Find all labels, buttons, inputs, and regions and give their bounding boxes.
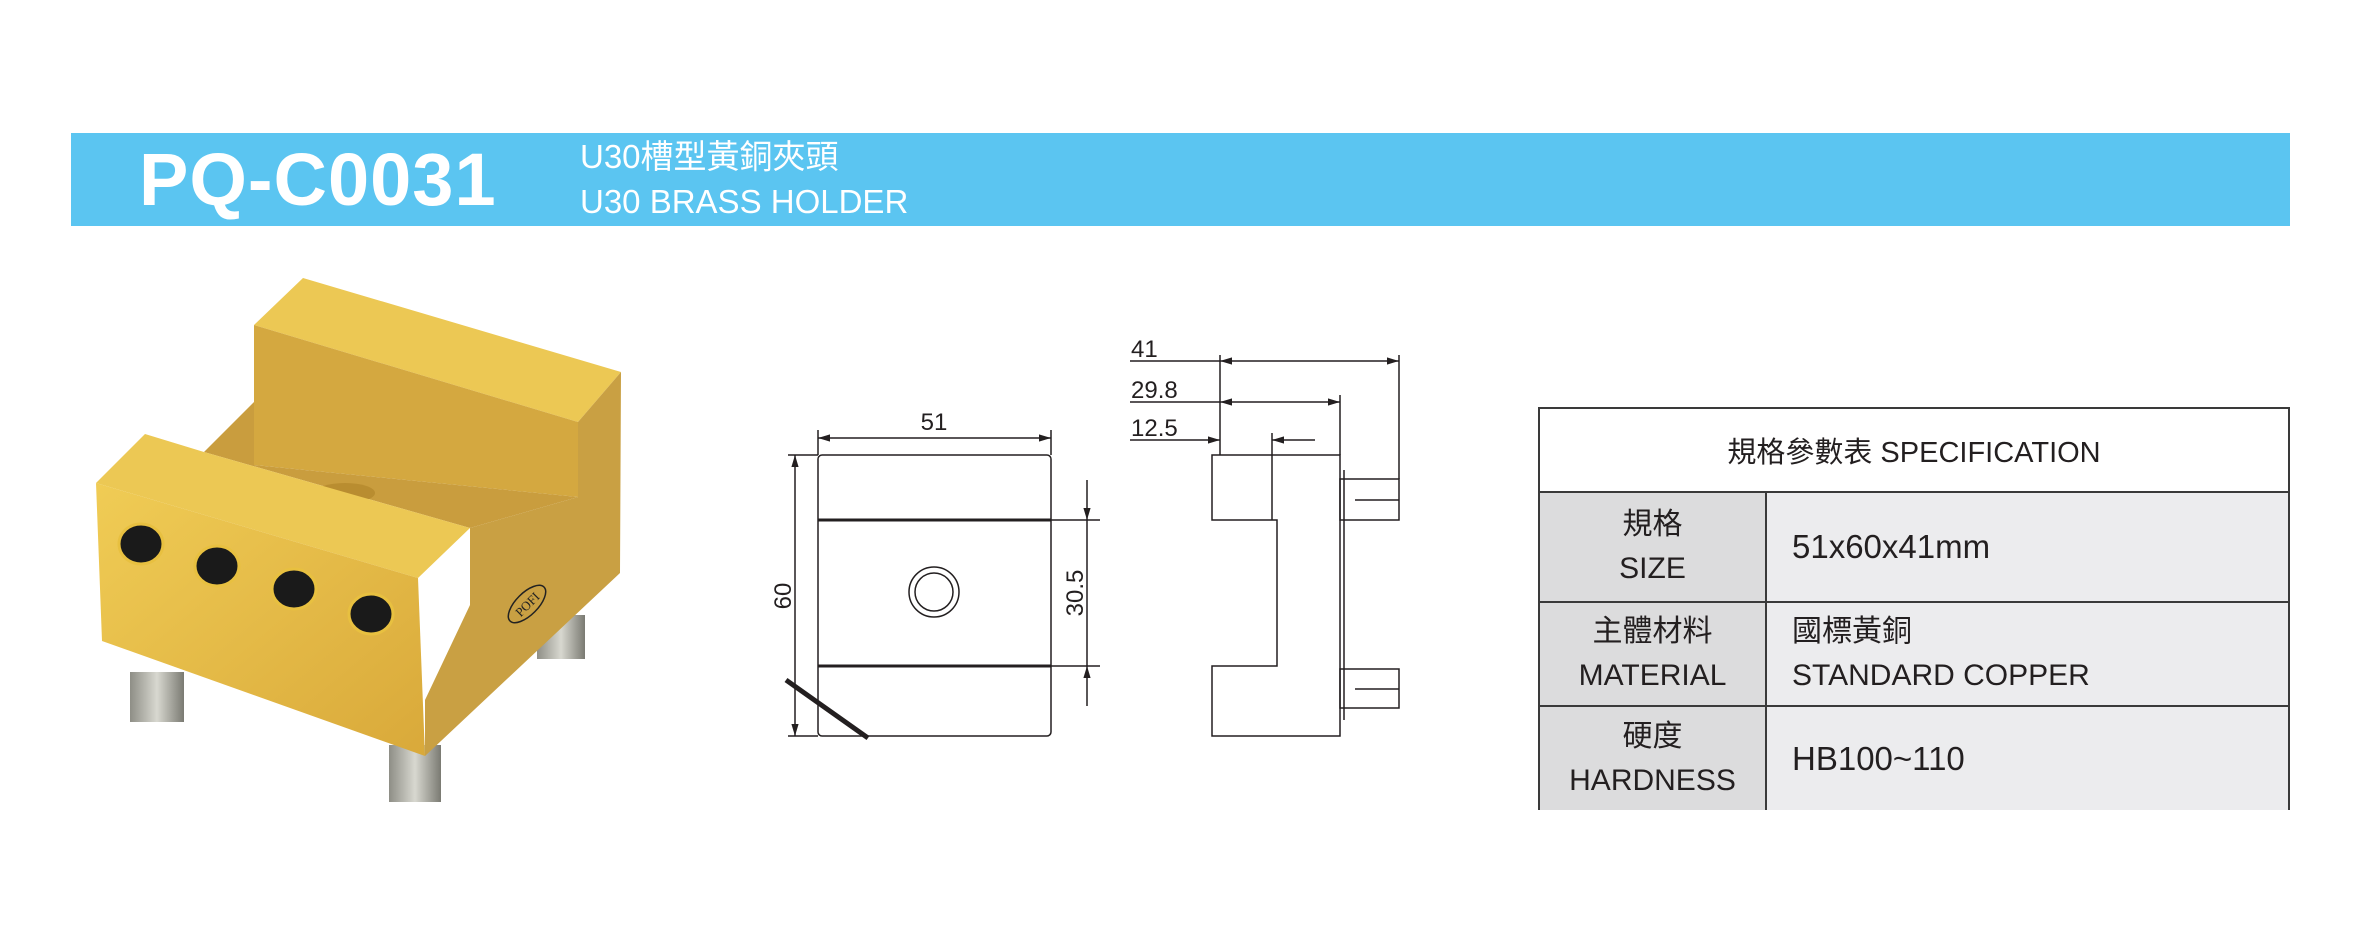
spec-row-material: 主體材料 MATERIAL 國標黃銅 STANDARD COPPER <box>1540 601 2288 705</box>
slot-floor <box>204 402 578 528</box>
back-wall-inner <box>254 325 578 497</box>
screw-holes <box>117 522 395 636</box>
spec-table: 規格參數表 SPECIFICATION 規格 SIZE 51x60x41mm 主體… <box>1538 407 2290 810</box>
front-face <box>96 483 425 756</box>
label-en: MATERIAL <box>1578 659 1727 692</box>
label-en: SIZE <box>1619 552 1686 585</box>
dim-slot-depth-label: 12.5 <box>1131 415 1178 442</box>
front-view-outline <box>817 454 1052 737</box>
label-cn: 主體材料 <box>1592 615 1713 648</box>
label-cn: 硬度 <box>1622 719 1683 753</box>
title-banner <box>71 133 2290 226</box>
bolt-front-left <box>130 672 184 722</box>
label-en: HARDNESS <box>1569 763 1736 797</box>
back-wall-top <box>254 278 621 422</box>
dim-depth-total-label: 41 <box>1131 336 1158 363</box>
value-cn: 國標黃銅 <box>1792 615 1912 648</box>
spec-row-hardness: 硬度 HARDNESS HB100~110 <box>1540 705 2288 810</box>
dim-width-label: 51 <box>921 409 948 436</box>
side-view-outline <box>1211 454 1341 737</box>
dim-depth-body-label: 29.8 <box>1131 377 1178 404</box>
dim-height-label: 60 <box>770 583 797 610</box>
front-block-top <box>96 434 470 578</box>
dim-slot-height-label: 30.5 <box>1062 570 1089 617</box>
spec-table-title: 規格參數表 SPECIFICATION <box>1540 409 2288 491</box>
spec-row-size: 規格 SIZE 51x60x41mm <box>1540 491 2288 601</box>
product-title-cn: U30槽型黃銅夾頭 <box>580 138 839 175</box>
label-cn: 規格 <box>1622 508 1683 541</box>
model-code: PQ-C0031 <box>139 138 497 221</box>
product-title-en: U30 BRASS HOLDER <box>580 183 909 220</box>
right-side-face <box>425 372 621 756</box>
value-en: STANDARD COPPER <box>1792 659 2090 692</box>
bolt-front-right <box>389 745 441 802</box>
value: HB100~110 <box>1792 739 1965 777</box>
front-view-hole <box>908 566 960 618</box>
value: 51x60x41mm <box>1792 528 1991 565</box>
